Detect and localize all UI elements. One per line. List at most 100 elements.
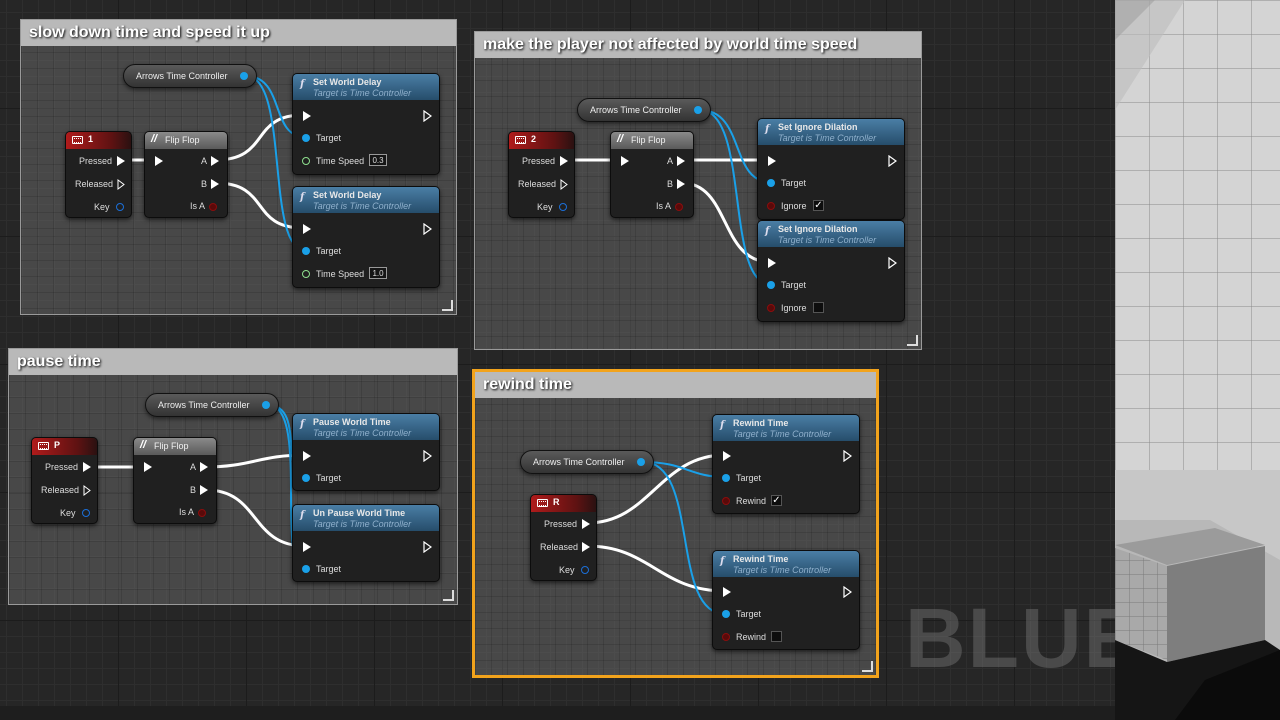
exec-pin-icon[interactable] <box>303 542 311 552</box>
object-pin-icon[interactable] <box>302 565 310 573</box>
rewind-checkbox[interactable] <box>771 631 782 642</box>
ignore-checkbox[interactable] <box>813 302 824 313</box>
object-pin-icon[interactable] <box>302 474 310 482</box>
time-speed-label: Time Speed <box>316 269 365 279</box>
exec-pin-icon[interactable] <box>155 156 163 166</box>
input-key-2-node[interactable]: 2 Pressed Released Key <box>508 131 575 218</box>
released-label: Released <box>540 542 579 552</box>
comment-title: make the player not affected by world ti… <box>475 32 921 58</box>
exec-pin-outline-icon[interactable] <box>117 179 125 190</box>
input-key-1-node[interactable]: 1 Pressed Released Key <box>65 131 132 218</box>
bool-pin-icon[interactable] <box>722 633 730 641</box>
flip-flop-node[interactable]: //Flip Flop A B Is A <box>144 131 228 218</box>
arrows-time-controller-var[interactable]: Arrows Time Controller <box>123 64 257 88</box>
object-pin-icon[interactable] <box>767 179 775 187</box>
object-pin-icon[interactable] <box>262 401 270 409</box>
float-pin-icon[interactable] <box>302 270 310 278</box>
exec-pin-icon[interactable] <box>200 485 208 495</box>
node-title: 2 <box>531 134 537 144</box>
exec-pin-icon[interactable] <box>723 587 731 597</box>
object-pin-icon[interactable] <box>722 610 730 618</box>
exec-pin-outline-icon[interactable] <box>423 223 432 235</box>
exec-pin-icon[interactable] <box>677 179 685 189</box>
exec-pin-icon[interactable] <box>677 156 685 166</box>
exec-pin-outline-icon[interactable] <box>888 257 897 269</box>
exec-pin-icon[interactable] <box>83 462 91 472</box>
resize-handle-icon[interactable] <box>443 590 454 601</box>
exec-pin-icon[interactable] <box>211 156 219 166</box>
exec-pin-outline-icon[interactable] <box>423 450 432 462</box>
float-pin-icon[interactable] <box>302 157 310 165</box>
exec-pin-icon[interactable] <box>560 156 568 166</box>
object-pin-icon[interactable] <box>302 247 310 255</box>
exec-pin-outline-icon[interactable] <box>843 450 852 462</box>
bool-pin-icon[interactable] <box>209 203 217 211</box>
comment-title: slow down time and speed it up <box>21 20 456 46</box>
exec-pin-icon[interactable] <box>582 519 590 529</box>
resize-handle-icon[interactable] <box>907 335 918 346</box>
bool-pin-icon[interactable] <box>675 203 683 211</box>
struct-pin-icon[interactable] <box>581 566 589 574</box>
arrows-time-controller-var[interactable]: Arrows Time Controller <box>520 450 654 474</box>
exec-pin-icon[interactable] <box>303 111 311 121</box>
node-title: Flip Flop <box>165 135 200 145</box>
ignore-checkbox[interactable]: ✓ <box>813 200 824 211</box>
exec-pin-outline-icon[interactable] <box>843 586 852 598</box>
bool-pin-icon[interactable] <box>767 304 775 312</box>
object-pin-icon[interactable] <box>302 134 310 142</box>
level-viewport[interactable] <box>1115 0 1280 720</box>
node-subtitle: Target is Time Controller <box>733 429 832 439</box>
exec-pin-outline-icon[interactable] <box>423 110 432 122</box>
struct-pin-icon[interactable] <box>116 203 124 211</box>
function-icon: f <box>300 419 305 430</box>
var-label: Arrows Time Controller <box>136 71 228 81</box>
exec-pin-icon[interactable] <box>200 462 208 472</box>
object-pin-icon[interactable] <box>694 106 702 114</box>
a-label: A <box>190 462 197 472</box>
exec-pin-icon[interactable] <box>303 451 311 461</box>
object-pin-icon[interactable] <box>240 72 248 80</box>
target-label: Target <box>316 133 342 143</box>
exec-pin-icon[interactable] <box>144 462 152 472</box>
exec-pin-icon[interactable] <box>621 156 629 166</box>
object-pin-icon[interactable] <box>767 281 775 289</box>
exec-pin-icon[interactable] <box>117 156 125 166</box>
exec-pin-outline-icon[interactable] <box>83 485 91 496</box>
input-key-p-node[interactable]: P Pressed Released Key <box>31 437 98 524</box>
object-pin-icon[interactable] <box>637 458 645 466</box>
input-key-r-node[interactable]: R Pressed Released Key <box>530 494 597 581</box>
bool-pin-icon[interactable] <box>722 497 730 505</box>
resize-handle-icon[interactable] <box>862 661 873 672</box>
struct-pin-icon[interactable] <box>82 509 90 517</box>
flip-flop-node[interactable]: //Flip Flop A B Is A <box>133 437 217 524</box>
exec-pin-icon[interactable] <box>211 179 219 189</box>
exec-pin-icon[interactable] <box>723 451 731 461</box>
rewind-checkbox[interactable]: ✓ <box>771 495 782 506</box>
blueprint-graph[interactable]: slow down time and speed it up make the … <box>0 0 1115 720</box>
time-speed-input[interactable]: 0.3 <box>369 154 387 166</box>
resize-handle-icon[interactable] <box>442 300 453 311</box>
struct-pin-icon[interactable] <box>559 203 567 211</box>
arrows-time-controller-var[interactable]: Arrows Time Controller <box>145 393 279 417</box>
exec-pin-outline-icon[interactable] <box>888 155 897 167</box>
exec-pin-outline-icon[interactable] <box>423 541 432 553</box>
exec-pin-icon[interactable] <box>768 258 776 268</box>
object-pin-icon[interactable] <box>722 474 730 482</box>
time-speed-input[interactable]: 1.0 <box>369 267 387 279</box>
flip-flop-node[interactable]: //Flip Flop A B Is A <box>610 131 694 218</box>
exec-pin-outline-icon[interactable] <box>560 179 568 190</box>
exec-pin-icon[interactable] <box>582 542 590 552</box>
arrows-time-controller-var[interactable]: Arrows Time Controller <box>577 98 711 122</box>
bool-pin-icon[interactable] <box>767 202 775 210</box>
bool-pin-icon[interactable] <box>198 509 206 517</box>
exec-pin-icon[interactable] <box>768 156 776 166</box>
exec-pin-icon[interactable] <box>303 224 311 234</box>
